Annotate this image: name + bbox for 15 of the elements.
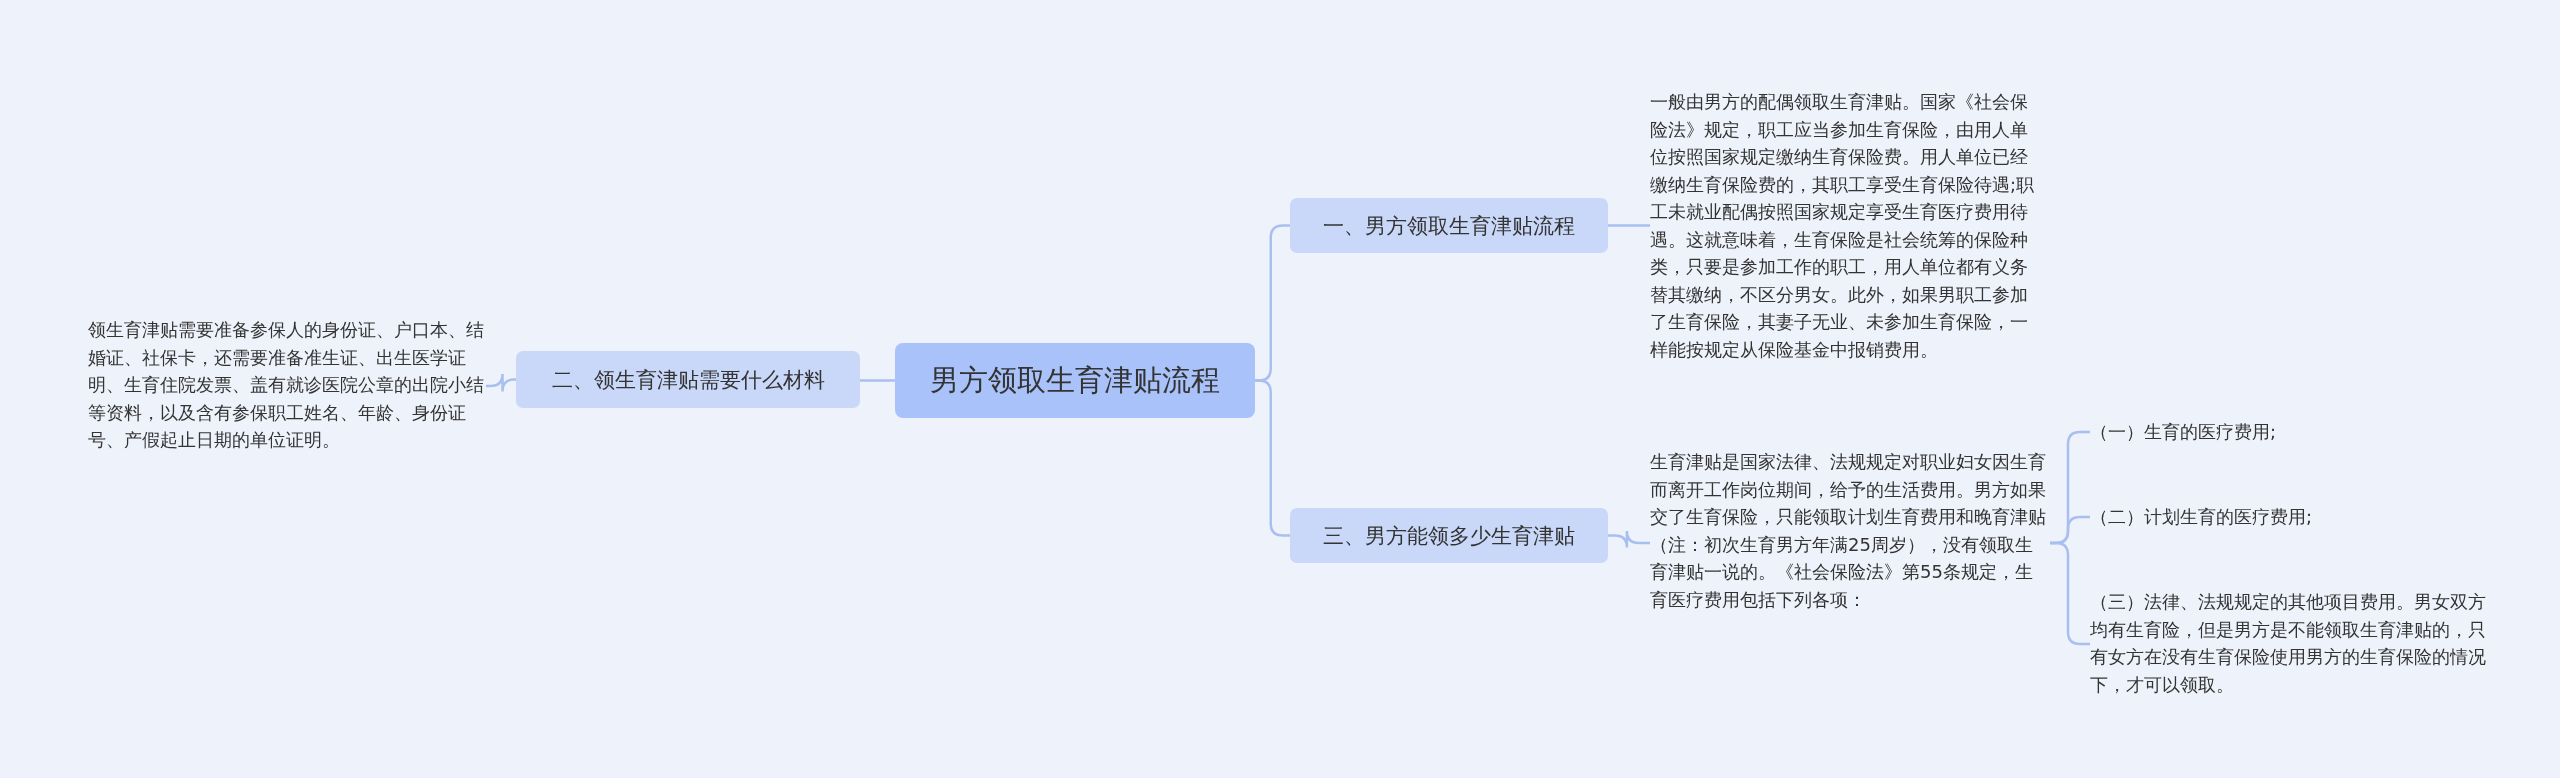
text-note: 生育津贴是国家法律、法规规定对职业妇女因生育而离开工作岗位期间，给予的生活费用。男方如果交了生育保险，只能领取计划生育费用和晚育津贴（注：初次生育男方年满25周岁），没有领取生育津贴一说的。《社会保险法》第55条规定，生育医疗费用包括下列各项： [1650, 450, 2047, 612]
topic-box: 三、男方能领多少生育津贴 [1290, 508, 1608, 563]
connector-line [860, 379, 895, 382]
connector-line [1608, 529, 1650, 549]
text-note: （三）法律、法规规定的其他项目费用。男女双方均有生育险，但是男方是不能领取生育津贴的，只有女方在没有生育保险使用男方的生育保险的情况下，才可以领取。 [2090, 590, 2487, 697]
text-note: （一）生育的医疗费用; [2090, 420, 2278, 444]
text-note: 一般由男方的配偶领取生育津贴。国家《社会保险法》规定，职工应当参加生育保险，由用人单位按照国家规定缴纳生育保险费。用人单位已经缴纳生育保险费的，其职工享受生育保险待遇;职工未就业配偶按照国家规定享受生育医疗费用待遇。这就意味着，生育保险是社会统筹的保险种类，只要是参加工作的职工，用人单位都有义务替其缴纳，不区分男女。此外，如果男职工参加了生育保险，其妻子无业、未参加生育保险，一样能按规定从保险基金中报销费用。 [1650, 90, 2036, 362]
text-note: 领生育津贴需要准备参保人的身份证、户口本、结婚证、社保卡，还需要准备准生证、出生医学证明、生育住院发票、盖有就诊医院公章的出院小结等资料，以及含有参保职工姓名、年龄、身份证号、产假起止日期的单位证明。 [88, 318, 485, 452]
connector-line [1255, 379, 1290, 537]
topic-box: 二、领生育津贴需要什么材料 [516, 351, 860, 408]
connector-line [1608, 224, 1650, 227]
central-topic: 男方领取生育津贴流程 [895, 343, 1255, 418]
topic-box: 一、男方领取生育津贴流程 [1290, 198, 1608, 253]
text-note: （二）计划生育的医疗费用; [2090, 505, 2314, 529]
connector-line [486, 372, 517, 393]
